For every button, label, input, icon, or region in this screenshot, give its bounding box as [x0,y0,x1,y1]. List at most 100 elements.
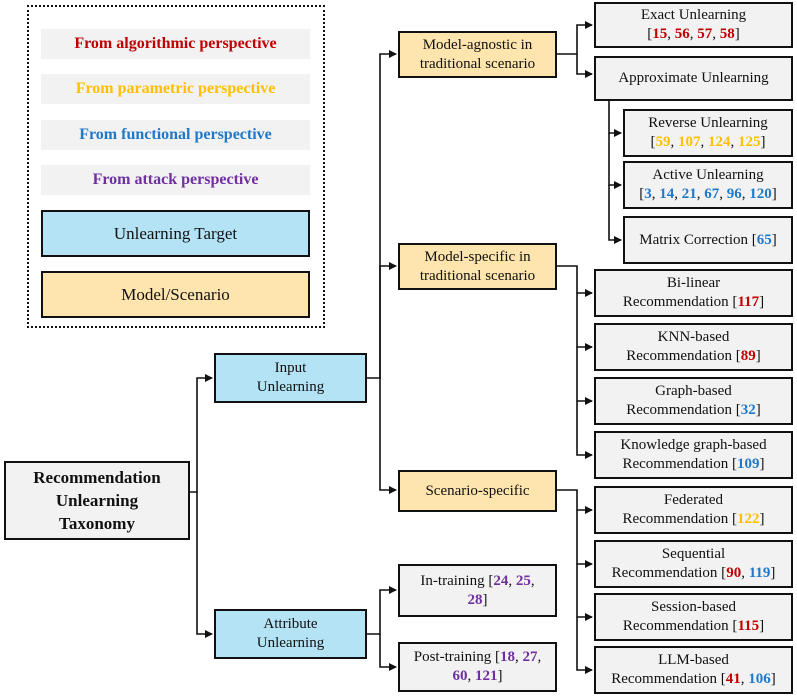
node-text: , [689,26,698,42]
node-text: ] [497,668,503,684]
citation-ref: 90 [726,565,742,581]
node-text: ] [771,231,777,248]
node-text: In-training [ [420,572,494,589]
citation-ref: 121 [475,668,498,684]
node-text-line: Approximate Unlearning [618,69,768,88]
node-text-line: Model-agnostic in [423,36,533,55]
node-text: [ [647,26,653,42]
node-text: , [740,671,749,687]
legend-algorithmic-label: From algorithmic perspective [74,35,277,52]
node-text: Scenario-specific [425,482,530,499]
node-text: Model-specific in [424,248,531,265]
node-text: , [712,26,720,42]
edge-input-agnostic [367,50,397,379]
node-text: ] [755,402,761,418]
node-text: Recommendation [33,468,161,487]
legend-model-swatch: Model/Scenario [41,271,310,318]
node-text: [ [639,186,645,202]
node-text-line: Attribute [263,615,317,634]
node-text-line: Bi-linear [667,274,720,293]
legend-attack-label: From attack perspective [92,171,259,188]
exact-unlearning-node: Exact Unlearning[15, 56, 57, 58] [594,2,793,48]
node-text: , [696,186,705,202]
node-text: Recommendation [ [622,618,738,634]
node-text: Federated [663,492,724,508]
citation-ref: 60 [452,668,468,684]
node-text-line: Recommendation [117] [623,293,764,312]
node-text-line: Recommendation [122] [622,510,764,529]
node-text-line: Recommendation [115] [623,617,764,636]
legend-parametric: From parametric perspective [41,74,310,104]
node-text: , [651,186,660,202]
citation-ref: 65 [756,231,772,248]
edge-root-input [190,374,213,493]
node-text: ] [759,618,765,634]
node-text-line: Unlearning [257,634,324,653]
node-text: Session-based [651,599,736,615]
node-text: Unlearning [55,491,139,510]
citation-ref: 21 [681,186,697,202]
citation-ref: 18 [500,649,515,665]
node-text: Bi-linear [666,275,721,291]
node-text: Recommendation [ [622,511,738,527]
edge-input-specific [379,262,397,378]
node-text-line: Active Unlearning [652,166,763,185]
node-text-line: [59, 107, 124, 125] [651,133,766,152]
edge-scenario-llm [576,617,593,674]
legend-attack: From attack perspective [41,165,310,195]
citation-ref: 124 [708,134,731,150]
edge-specific-knn [576,293,593,351]
node-text-line: Exact Unlearning [641,6,746,25]
citation-ref: 24 [493,572,509,589]
node-text: , [467,668,475,684]
node-text: Unlearning [256,635,325,651]
node-text: , [700,134,708,150]
citation-ref: 41 [725,671,741,687]
node-text-line: Unlearning [257,378,324,397]
in-training-node: In-training [24, 25,28] [398,564,557,617]
citation-ref: 106 [748,671,771,687]
citation-ref: 120 [749,186,772,202]
scenario-specific-node: Scenario-specific [398,470,557,512]
node-text-line: KNN-based [658,328,730,347]
node-text: , [537,649,542,665]
node-text: LLM-based [658,652,729,668]
node-text: Taxonomy [59,514,135,533]
edge-scenario-federated [557,489,593,514]
node-text-line: 28] [468,591,488,610]
citation-ref: 57 [697,26,713,42]
citation-ref: 14 [659,186,675,202]
node-text: Unlearning [256,379,325,395]
citation-ref: 15 [652,26,668,42]
node-text: Recommendation [ [626,402,741,418]
node-text-line: Session-based [651,598,736,617]
citation-ref: 115 [737,618,760,634]
citation-ref: 59 [655,134,671,150]
edge-specific-kg [576,401,593,459]
legend-parametric-label: From parametric perspective [75,80,276,97]
post-training-node: Post-training [18, 27,60, 121] [398,642,557,692]
citation-ref: 28 [467,591,483,608]
node-text: , [530,572,535,589]
citation-ref: 3 [644,186,652,202]
active-unlearning-node: Active Unlearning[3, 14, 21, 67, 96, 120… [623,161,793,209]
citation-ref: 89 [740,348,756,364]
citation-ref: 125 [738,134,761,150]
node-text: ] [734,26,740,42]
legend-target-swatch: Unlearning Target [41,210,310,257]
node-text-line: Reverse Unlearning [648,114,768,133]
matrix-correction-node: Matrix Correction [65] [623,216,793,264]
node-text: , [667,26,675,42]
legend: From algorithmic perspective From parame… [27,5,325,328]
citation-ref: 107 [678,134,701,150]
node-text-line: In-training [24, 25, [420,572,534,591]
